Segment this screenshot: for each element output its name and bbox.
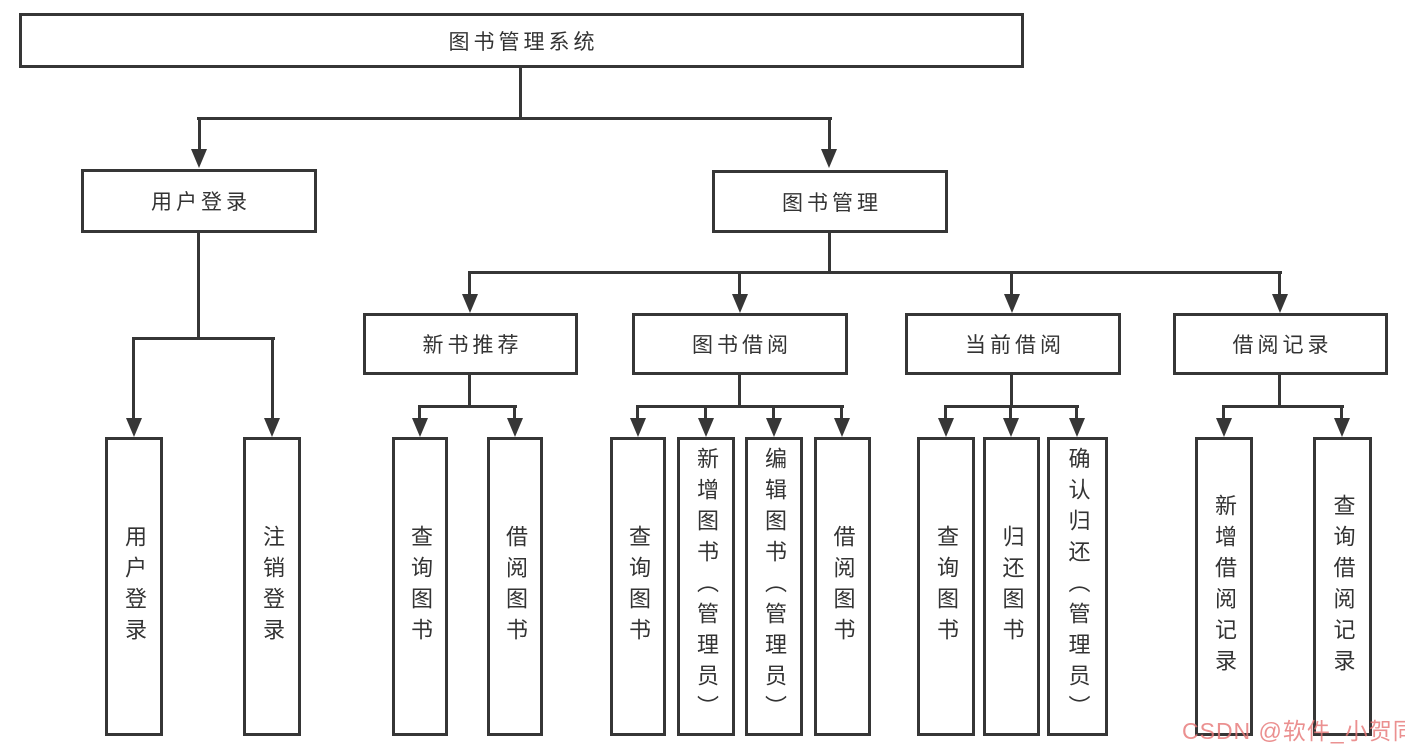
arrow-down-icon [821, 149, 837, 168]
connector-line [468, 375, 471, 408]
arrow-down-icon [264, 418, 280, 437]
connector-line [132, 337, 275, 340]
connector-line [828, 233, 831, 274]
node-leaf-user-login: 用户登录 [105, 437, 163, 736]
node-leaf-query-books-recommend: 查询图书 [392, 437, 448, 736]
connector-line [468, 271, 1282, 274]
node-book-management: 图书管理 [712, 170, 948, 233]
node-leaf-confirm-return-admin: 确认归还（管理员） [1047, 437, 1108, 736]
node-leaf-borrow-books-recommend: 借阅图书 [487, 437, 543, 736]
connector-line [1010, 375, 1013, 408]
connector-line [1340, 405, 1343, 421]
arrow-down-icon [462, 294, 478, 313]
arrow-down-icon [698, 418, 714, 437]
node-leaf-borrow-books: 借阅图书 [814, 437, 871, 736]
connector-line [840, 405, 843, 421]
node-leaf-query-books-borrowing: 查询图书 [610, 437, 666, 736]
connector-line [1075, 405, 1078, 421]
node-current-borrowing: 当前借阅 [905, 313, 1121, 375]
connector-line [198, 117, 201, 152]
connector-line [1010, 271, 1013, 297]
node-leaf-return-books: 归还图书 [983, 437, 1040, 736]
connector-line [197, 117, 832, 120]
node-leaf-query-books-current: 查询图书 [917, 437, 975, 736]
connector-line [636, 405, 844, 408]
node-leaf-edit-books-admin: 编辑图书（管理员） [745, 437, 803, 736]
node-leaf-logout: 注销登录 [243, 437, 301, 736]
connector-line [513, 405, 516, 421]
connector-line [828, 117, 831, 152]
connector-line [1222, 405, 1225, 421]
connector-line [271, 337, 274, 421]
arrow-down-icon [507, 418, 523, 437]
connector-line [738, 375, 741, 408]
node-user-login: 用户登录 [81, 169, 317, 233]
connector-line [738, 271, 741, 297]
connector-line [468, 271, 471, 297]
node-borrowing-records: 借阅记录 [1173, 313, 1388, 375]
connector-line [197, 232, 200, 340]
connector-line [1278, 375, 1281, 408]
arrow-down-icon [732, 294, 748, 313]
connector-line [944, 405, 947, 421]
connector-line [418, 405, 421, 421]
node-book-borrowing: 图书借阅 [632, 313, 848, 375]
arrow-down-icon [766, 418, 782, 437]
connector-line [519, 68, 522, 120]
arrow-down-icon [1216, 418, 1232, 437]
arrow-down-icon [1272, 294, 1288, 313]
node-leaf-query-borrow-record: 查询借阅记录 [1313, 437, 1372, 736]
arrow-down-icon [834, 418, 850, 437]
connector-line [1009, 405, 1012, 421]
arrow-down-icon [412, 418, 428, 437]
arrow-down-icon [1069, 418, 1085, 437]
node-library-management-system: 图书管理系统 [19, 13, 1024, 68]
connector-line [132, 337, 135, 421]
connector-line [418, 405, 517, 408]
csdn-watermark: CSDN @软件_小贺同学 [1182, 718, 1405, 744]
node-leaf-add-borrow-record: 新增借阅记录 [1195, 437, 1253, 736]
connector-line [704, 405, 707, 421]
connector-line [636, 405, 639, 421]
connector-line [1222, 405, 1344, 408]
arrow-down-icon [1004, 294, 1020, 313]
arrow-down-icon [938, 418, 954, 437]
arrow-down-icon [1334, 418, 1350, 437]
arrow-down-icon [126, 418, 142, 437]
connector-line [1278, 271, 1281, 297]
arrow-down-icon [1003, 418, 1019, 437]
node-leaf-add-books-admin: 新增图书（管理员） [677, 437, 735, 736]
arrow-down-icon [630, 418, 646, 437]
connector-line [772, 405, 775, 421]
node-new-book-recommend: 新书推荐 [363, 313, 578, 375]
arrow-down-icon [191, 149, 207, 168]
